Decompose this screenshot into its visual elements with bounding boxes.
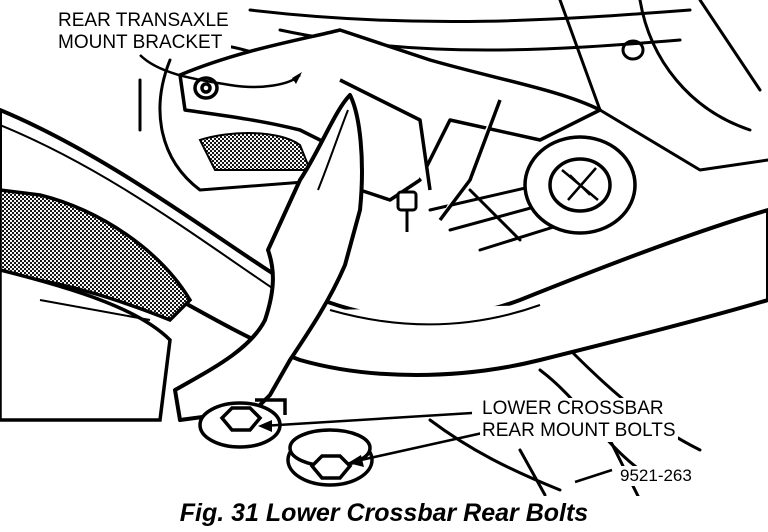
upper-stud [396, 190, 418, 232]
callout-bolts-line1: LOWER CROSSBAR [482, 398, 664, 419]
crossbar-strap [173, 93, 364, 422]
mount-bolt-right [286, 428, 374, 487]
engine-shadow [198, 132, 312, 171]
callout-bracket-line1: REAR TRANSAXLE [58, 10, 229, 31]
mount-bolt-left [198, 398, 287, 449]
callout-mount-bolts: LOWER CROSSBAR REAR MOUNT BOLTS [480, 398, 678, 442]
leader-arrowheads [258, 72, 364, 467]
mount-insulator [523, 135, 637, 235]
mount-bracket [178, 28, 602, 222]
callout-bolts-line2: REAR MOUNT BOLTS [482, 420, 676, 441]
figure-reference-number: 9521-263 [618, 466, 694, 486]
figure-caption: Fig. 31 Lower Crossbar Rear Bolts [0, 496, 768, 532]
callout-mount-bracket: REAR TRANSAXLE MOUNT BRACKET [56, 10, 231, 54]
callout-bracket-line2: MOUNT BRACKET [58, 32, 223, 53]
leader-lines [139, 54, 613, 484]
left-housing [0, 188, 193, 422]
